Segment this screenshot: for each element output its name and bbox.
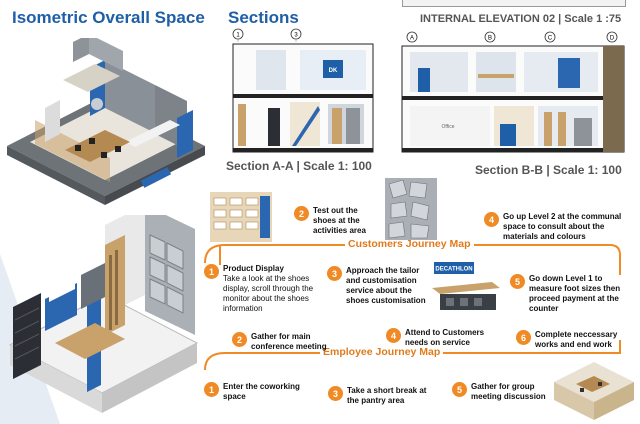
step-number: 5	[510, 274, 525, 289]
meeting-room-illustration	[554, 362, 634, 420]
step-number: 1	[204, 382, 219, 397]
employee-step-3: 3 Take a short break at the pantry area	[328, 386, 440, 406]
step-number: 4	[484, 212, 499, 227]
svg-text:DK: DK	[329, 68, 338, 74]
grid-d-label: D	[610, 36, 615, 42]
sections-heading: Sections	[228, 8, 299, 27]
counter-illustration: DECATHLON	[432, 262, 500, 310]
step-number: 2	[294, 206, 309, 221]
activity-wall-illustration	[385, 178, 437, 240]
employee-step-2-text: Gather for main conference meeting	[251, 332, 327, 351]
customer-step-5: 5 Go down Level 1 to measure foot sizes …	[510, 274, 634, 314]
customer-step-1-text: Take a look at the shoes display, scroll…	[223, 274, 314, 313]
step-number: 3	[327, 266, 342, 281]
employee-step-5: 5 Gather for group meeting discussion	[452, 382, 550, 402]
iso-heading: Isometric Overall Space	[12, 8, 205, 27]
customers-journey-title: Customers Journey Map	[345, 238, 474, 250]
employee-step-6: 6 Complete neccessary works and end work	[516, 330, 628, 350]
svg-text:Office: Office	[442, 124, 455, 130]
employee-step-2: 2 Gather for main conference meeting	[232, 332, 340, 352]
employee-step-3-text: Take a short break at the pantry area	[347, 386, 427, 405]
isometric-detail-drawing	[8, 215, 199, 413]
grid-3-label: 3	[294, 33, 298, 39]
isometric-overall-drawing	[7, 38, 205, 205]
employee-step-1-text: Enter the coworking space	[223, 382, 300, 401]
customer-step-1: 1 Product Display Take a look at the sho…	[204, 264, 324, 314]
section-aa-drawing: 1 3 DK	[232, 28, 374, 153]
employee-journey-title: Employee Journey Map	[320, 346, 444, 358]
employee-step-4-text: Attend to Customers needs on service	[405, 328, 485, 347]
section-bb-drawing: A B C D Office	[401, 31, 625, 153]
step-number: 2	[232, 332, 247, 347]
internal-elevation-caption: INTERNAL ELEVATION 02 | Scale 1 :75	[420, 13, 622, 25]
grid-a-label: A	[410, 36, 414, 42]
customer-step-2-text: Test out the shoes at the activities are…	[313, 206, 366, 235]
grid-c-label: C	[548, 36, 553, 42]
step-number: 1	[204, 264, 219, 279]
customer-step-1-title: Product Display	[223, 264, 284, 273]
customer-step-5-text: Go down Level 1 to measure foot sizes th…	[529, 274, 621, 313]
elevation-drawing-strip	[402, 0, 626, 7]
employee-step-5-text: Gather for group meeting discussion	[471, 382, 546, 401]
customer-step-4-text: Go up Level 2 at the communal space to c…	[503, 212, 622, 241]
step-number: 3	[328, 386, 343, 401]
step-number: 6	[516, 330, 531, 345]
grid-b-label: B	[488, 36, 492, 42]
customer-step-2: 2 Test out the shoes at the activities a…	[294, 206, 376, 236]
grid-1-label: 1	[236, 33, 240, 39]
customer-step-3-text: Approach the tailor and customisation se…	[346, 266, 426, 305]
employee-step-1: 1 Enter the coworking space	[204, 382, 304, 402]
employee-step-6-text: Complete neccessary works and end work	[535, 330, 618, 349]
section-bb-caption: Section B-B | Scale 1: 100	[475, 163, 622, 177]
step-number: 4	[386, 328, 401, 343]
step-number: 5	[452, 382, 467, 397]
brand-label: DECATHLON	[435, 267, 472, 273]
section-aa-caption: Section A-A | Scale 1: 100	[226, 159, 372, 173]
customer-step-3: 3 Approach the tailor and customisation …	[327, 266, 431, 306]
employee-step-4: 4 Attend to Customers needs on service	[386, 328, 496, 348]
customer-step-4: 4 Go up Level 2 at the communal space to…	[484, 212, 624, 242]
shoe-display-illustration	[210, 192, 272, 242]
